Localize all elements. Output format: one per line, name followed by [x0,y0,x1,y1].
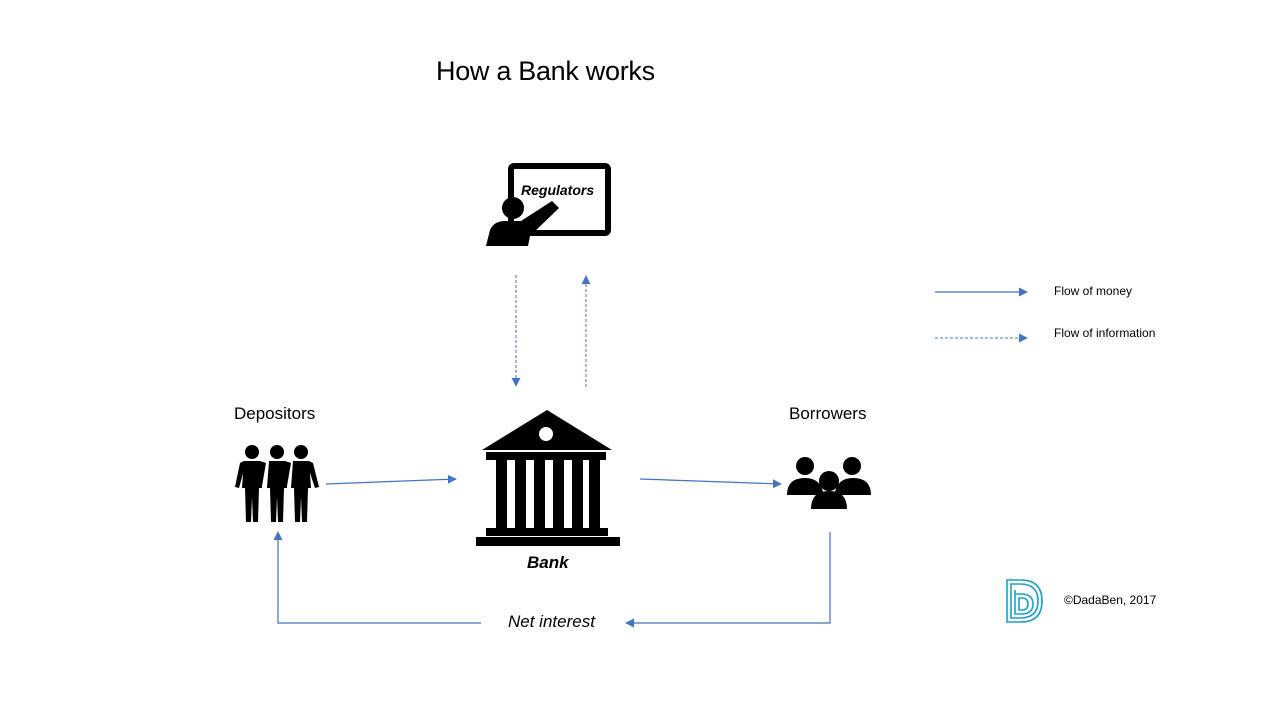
arrow-net-interest-to-depositors [273,531,481,624]
depositors-label: Depositors [234,404,316,423]
dadaben-logo-icon [1006,579,1043,623]
arrow-depositors-to-bank [325,474,457,485]
net-interest-label: Net interest [508,612,595,631]
bank-label: Bank [527,553,569,572]
page-title: How a Bank works [436,56,655,86]
regulators-label: Regulators [521,182,595,198]
borrowers-label: Borrowers [789,404,867,423]
arrow-bank-to-borrowers [639,478,782,489]
copyright-text: ©DadaBen, 2017 [1064,593,1157,607]
borrowers-icon [787,457,871,509]
bank-building-icon [476,410,620,546]
regulators-icon [486,163,611,246]
arrow-borrowers-to-net-interest [625,532,831,628]
depositors-icon [235,445,319,522]
legend-information-label: Flow of information [1054,326,1156,340]
legend-money-label: Flow of money [1054,284,1133,298]
